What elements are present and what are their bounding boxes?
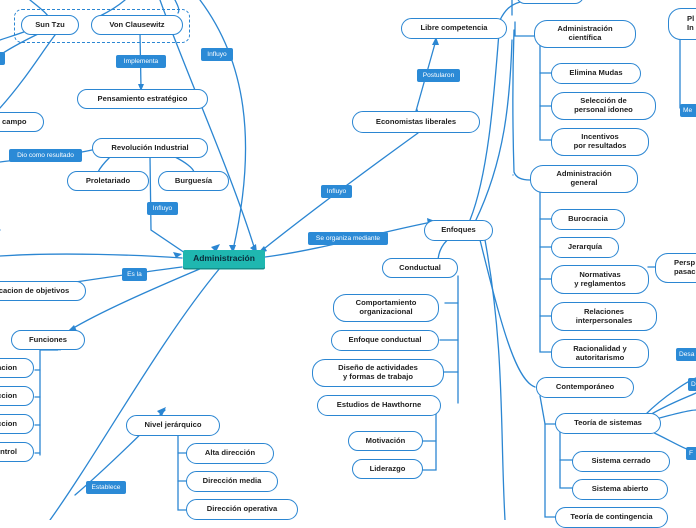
normativas-node[interactable]: Normativas y reglamentos [551,265,649,294]
direccion-operativa-node[interactable]: Dirección operativa [186,499,298,520]
funcion-organizacion-node[interactable]: ccion [0,386,34,406]
diseno-actividades-node[interactable]: Diseño de actividades y formas de trabaj… [312,359,444,387]
dio-como-resultado-label: Dio como resultado [9,149,82,162]
sistema-cerrado-node[interactable]: Sistema cerrado [572,451,670,472]
conductual-node[interactable]: Conductual [382,258,458,278]
perspectiva-node[interactable]: Persp pasac [655,253,696,283]
burguesia-node[interactable]: Burguesía [158,171,229,191]
enfoque-conductual-node[interactable]: Enfoque conductual [331,330,439,351]
consecucion-objetivos-node[interactable]: cacion de objetivos [0,281,86,301]
pensamiento-estrategico-node[interactable]: Pensamiento estratégico [77,89,208,109]
burocracia-node[interactable]: Burocracia [551,209,625,230]
nivel-jerarquico-node[interactable]: Nivel jerárquico [126,415,220,436]
administracion-general-node[interactable]: Administración general [530,165,638,193]
jerarquia-node[interactable]: Jerarquía [551,237,619,258]
von-clausewitz-node[interactable]: Von Clausewitz [91,15,183,35]
establece-label: Establece [86,481,126,494]
contemporaneo-node[interactable]: Contemporáneo [536,377,634,398]
left-cut-label [0,52,5,65]
funcion-control-node[interactable]: ntrol [0,442,34,462]
comportamiento-organizacional-node[interactable]: Comportamiento organizacional [333,294,439,322]
revolucion-industrial-node[interactable]: Revolución Industrial [92,138,208,158]
se-organiza-mediante-label: Se organiza mediante [308,232,388,245]
elimina-mudas-node[interactable]: Elimina Mudas [551,63,641,84]
teoria-contingencia-node[interactable]: Teoría de contingencia [555,507,668,528]
libre-competencia-node[interactable]: Libre competencia [401,18,507,39]
desa-label: Desa [676,348,696,361]
influyo-economistas-label: Influyo [321,185,352,198]
d-label: D [688,378,696,391]
estudios-hawthorne-node[interactable]: Estudios de Hawthorne [317,395,441,416]
funcion-planeacion-node[interactable]: acion [0,358,34,378]
f-label: F [686,447,696,460]
racionalidad-node[interactable]: Racionalidad y autoritarismo [551,339,649,368]
relaciones-node[interactable]: Relaciones interpersonales [551,302,657,331]
strategists-group [14,9,190,43]
motivacion-node[interactable]: Motivación [348,431,423,451]
sistema-abierto-node[interactable]: Sistema abierto [572,479,668,500]
teoria-sistemas-node[interactable]: Teoría de sistemas [555,413,661,434]
top-right-cut-node[interactable] [516,0,584,4]
economistas-liberales-node[interactable]: Economistas liberales [352,111,480,133]
liderazgo-node[interactable]: Liderazgo [352,459,423,479]
administracion-root-node[interactable]: Administración [183,250,265,268]
funcion-direccion-node[interactable]: ccion [0,414,34,434]
implementa-label: Implementa [116,55,166,68]
sun-tzu-node[interactable]: Sun Tzu [21,15,79,35]
postularon-label: Postularon [417,69,460,82]
administracion-cientifica-node[interactable]: Administración científica [534,20,636,48]
funciones-node[interactable]: Funciones [11,330,85,350]
me-label: Me [680,104,696,117]
direccion-media-node[interactable]: Dirección media [186,471,278,492]
influyo-top-label: Influyo [201,48,233,61]
planeacion-node[interactable]: Pl In [668,8,696,40]
influyo-revolucion-label: Influyo [147,202,178,215]
alta-direccion-node[interactable]: Alta dirección [186,443,274,464]
seleccion-personal-node[interactable]: Selección de personal idoneo [551,92,656,120]
incentivos-node[interactable]: Incentivos por resultados [551,128,649,156]
enfoques-node[interactable]: Enfoques [424,220,493,241]
campo-node[interactable]: campo [0,112,44,132]
proletariado-node[interactable]: Proletariado [67,171,149,191]
es-la-label: Es la [122,268,147,281]
